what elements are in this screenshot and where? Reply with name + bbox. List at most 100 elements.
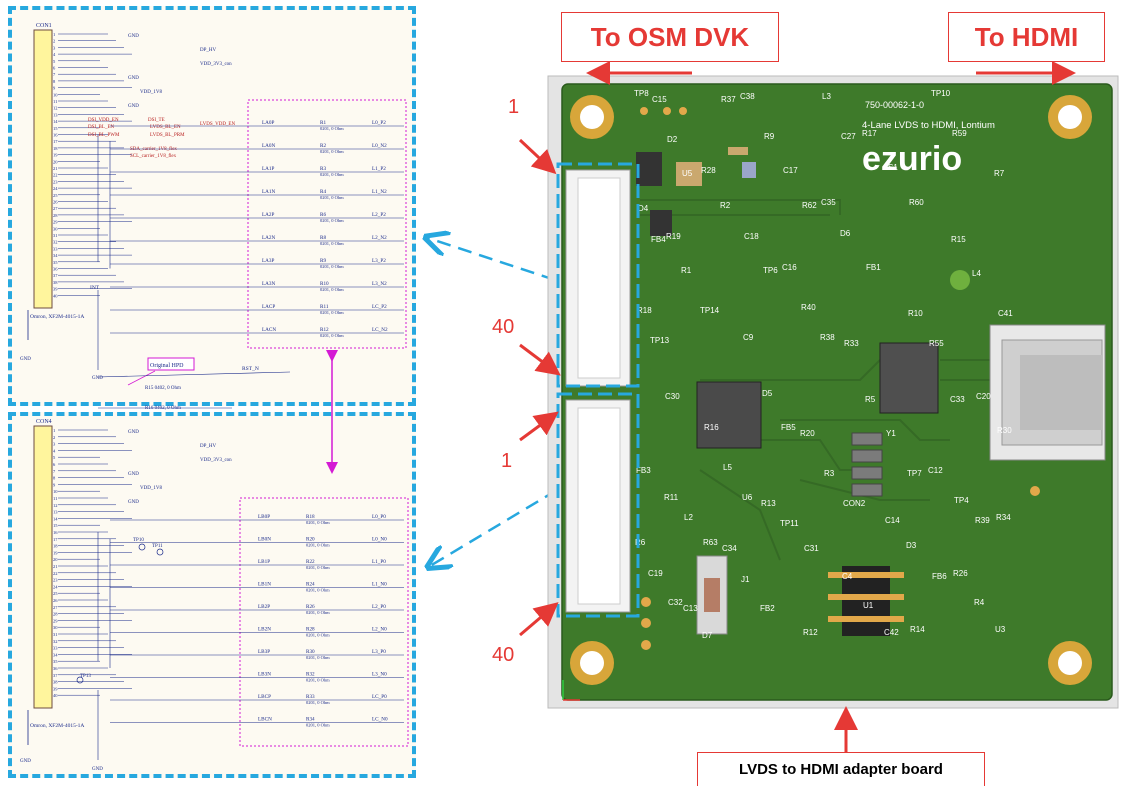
arrow-pin1-top <box>518 138 557 175</box>
refdes-label: R6 <box>635 538 646 547</box>
refdes-label: R63 <box>703 538 718 547</box>
pin-number: 21 <box>53 564 58 569</box>
pin-number: 14 <box>53 516 58 521</box>
resistor-ref: R1 <box>320 120 326 126</box>
refdes-label: R39 <box>975 516 990 525</box>
lane-label: LA2P <box>262 212 275 218</box>
pin-number: 26 <box>53 598 58 603</box>
net-label: SDA_carrier_1V8_flex <box>130 147 177 152</box>
chip-u6 <box>636 152 662 186</box>
refdes-label: R5 <box>865 395 876 404</box>
refdes-label: FB4 <box>651 235 666 244</box>
pin-number: 10 <box>53 489 58 494</box>
refdes-label: C35 <box>821 198 836 207</box>
refdes-label: FB5 <box>781 423 796 432</box>
pin-number: 9 <box>53 86 56 91</box>
pin-number: 39 <box>53 287 58 292</box>
pin-40-bottom-label: 40 <box>492 644 515 666</box>
resistor-value: 0201, 0 Ohm <box>320 218 344 224</box>
lane-label: LA2N <box>262 235 276 241</box>
refdes-label: C15 <box>652 95 667 104</box>
pcb-substrate <box>561 83 1113 701</box>
resistor-ref: R3 <box>320 166 326 172</box>
refdes-label: C19 <box>648 569 663 578</box>
con4-label: CON4 <box>36 419 52 425</box>
r15-label: R15 0402, 0 Ohm <box>145 386 181 391</box>
resistor-value: 0201, 0 Ohm <box>320 149 344 155</box>
pin-number: 27 <box>53 605 58 610</box>
lane-label: LB0P <box>258 514 270 520</box>
lane-output: L2_P0 <box>372 604 386 610</box>
refdes-label: C42 <box>884 628 899 637</box>
pin-number: 25 <box>53 591 58 596</box>
pin-number: 3 <box>53 45 56 50</box>
net-label: DSI_TE <box>148 118 165 123</box>
net-label: VDD_3V3_con <box>200 458 232 463</box>
pin-number: 7 <box>53 469 56 474</box>
refdes-label: D5 <box>762 389 773 398</box>
resistor-value: 0201, 0 Ohm <box>320 310 344 316</box>
inductor-main <box>676 162 702 186</box>
con4-pins: 1234567891011121314151617181920212223242… <box>53 428 132 698</box>
pin-number: 4 <box>53 52 56 57</box>
resistor-value: 0201, 0 Ohm <box>320 241 344 247</box>
pin-number: 22 <box>53 571 58 576</box>
refdes-label: TP6 <box>763 266 778 275</box>
pin-number: 11 <box>53 99 57 104</box>
net-label: DP_HV <box>200 48 217 53</box>
resistor-ref: R9 <box>320 258 326 264</box>
pin-number: 34 <box>53 652 58 657</box>
lane-output: L0_P0 <box>372 514 386 520</box>
lane-label: LBCP <box>258 694 271 700</box>
resistor-ref: R2 <box>320 143 326 149</box>
net-label: VDD_1V8 <box>140 486 162 491</box>
arrow-pin40-top <box>519 343 561 376</box>
resistor-value: 0201, 0 Ohm <box>306 588 330 594</box>
pin-number: 31 <box>53 632 58 637</box>
pin-number: 14 <box>53 119 58 124</box>
refdes-label: R30 <box>997 426 1012 435</box>
refdes-label: TP11 <box>780 519 799 528</box>
lane-label: LA3N <box>262 281 276 287</box>
chip-u3 <box>879 342 939 414</box>
refdes-label: C31 <box>804 544 819 553</box>
net-label: LVDS_BL_PRM <box>150 133 185 138</box>
pin-number: 2 <box>53 39 55 44</box>
hpd-box <box>147 357 195 371</box>
pin-number: 8 <box>53 79 56 84</box>
net-label: GND <box>128 34 139 39</box>
refdes-label: R28 <box>701 166 716 175</box>
refdes-label: Y1 <box>886 429 896 438</box>
lane-output: L0_N0 <box>372 537 387 543</box>
refdes-label: L3 <box>822 92 831 101</box>
pin-number: 18 <box>53 146 58 151</box>
refdes-label: R34 <box>996 513 1011 522</box>
pin-number: 10 <box>53 92 58 97</box>
refdes-label: FB1 <box>866 263 881 272</box>
inductors-l2-l5 <box>851 432 883 497</box>
pin-number: 36 <box>53 666 58 671</box>
pin-number: 7 <box>53 72 56 77</box>
resistor-value: 0201, 0 Ohm <box>306 520 330 526</box>
pin-number: 37 <box>53 273 58 278</box>
con1-pins: 1234567891011121314151617181920212223242… <box>53 32 132 298</box>
pin-number: 40 <box>53 693 58 698</box>
pin-number: 36 <box>53 267 58 272</box>
pin-number: 18 <box>53 544 58 549</box>
pin-number: 21 <box>53 166 58 171</box>
resistor-value: 0201, 0 Ohm <box>306 610 330 616</box>
refdes-label: C4 <box>842 572 853 581</box>
net-label: GND <box>128 76 139 81</box>
resistor-ref: R26 <box>306 604 315 610</box>
refdes-label: R62 <box>802 201 817 210</box>
pin-number: 22 <box>53 173 58 178</box>
resistor-ref: R24 <box>306 582 315 588</box>
resistor-ref: R4 <box>320 189 326 195</box>
refdes-label: R10 <box>908 309 923 318</box>
top-lvds-group-box <box>247 99 407 349</box>
pin-number: 35 <box>53 659 58 664</box>
pin-number: 8 <box>53 476 56 481</box>
resistor-value: 0201, 0 Ohm <box>306 543 330 549</box>
refdes-label: U5 <box>682 169 693 178</box>
resistor-value: 0201, 0 Ohm <box>320 287 344 293</box>
